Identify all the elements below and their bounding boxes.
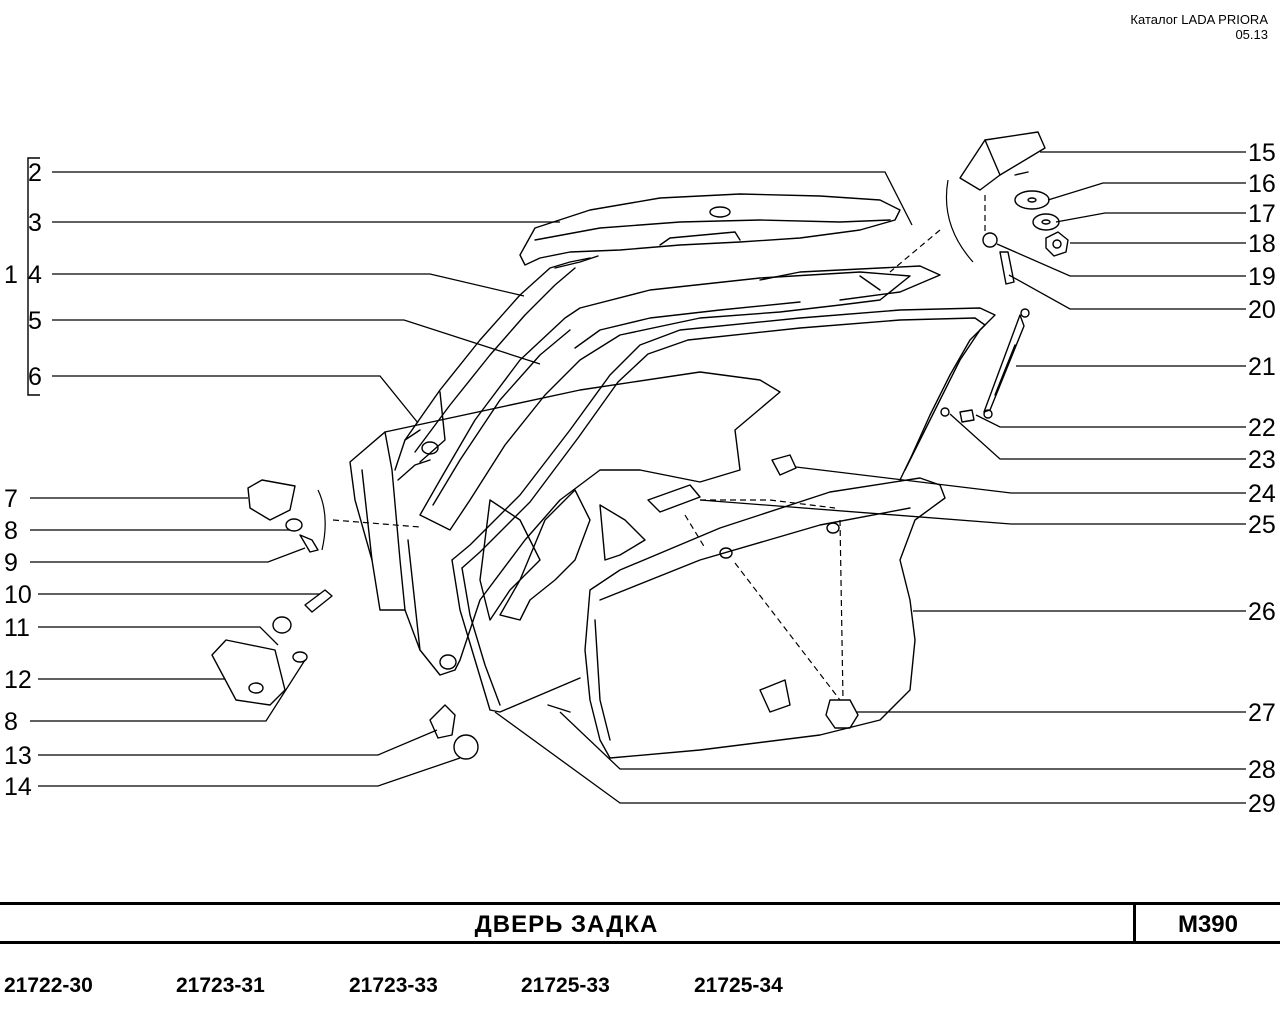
callout-12: 12 xyxy=(4,666,32,694)
callout-28: 28 xyxy=(1248,756,1276,784)
model-list: 21722-30 21723-31 21723-33 21725-33 2172… xyxy=(0,974,1280,1004)
callout-4: 4 xyxy=(28,261,42,289)
inner-frame xyxy=(419,271,911,531)
title-separator xyxy=(1133,905,1136,941)
callout-22: 22 xyxy=(1248,414,1276,442)
model-code: 21722-30 xyxy=(4,974,93,997)
callout-21: 21 xyxy=(1248,353,1276,381)
callout-14: 14 xyxy=(4,773,32,801)
spoiler xyxy=(519,193,901,266)
callout-27: 27 xyxy=(1248,699,1276,727)
trim-panel xyxy=(584,477,946,759)
callout-10: 10 xyxy=(4,581,32,609)
catalog-name: Каталог LADA PRIORA xyxy=(1130,12,1268,27)
callout-13: 13 xyxy=(4,742,32,770)
page-title: ДВЕРЬ ЗАДКА xyxy=(474,911,659,938)
callout-5: 5 xyxy=(28,307,42,335)
hinge xyxy=(959,131,1046,191)
callout-24: 24 xyxy=(1248,480,1276,508)
callout-8b: 8 xyxy=(4,708,18,736)
callout-23: 23 xyxy=(1248,446,1276,474)
callout-3: 3 xyxy=(28,209,42,237)
buffer xyxy=(247,479,296,521)
glass-seal xyxy=(451,307,996,561)
callout-18: 18 xyxy=(1248,230,1276,258)
callout-26: 26 xyxy=(1248,598,1276,626)
callout-15: 15 xyxy=(1248,139,1276,167)
model-code: 21723-33 xyxy=(349,974,438,997)
callout-2: 2 xyxy=(28,159,42,187)
callout-8a: 8 xyxy=(4,517,18,545)
callout-20: 20 xyxy=(1248,296,1276,324)
callout-19: 19 xyxy=(1248,263,1276,291)
callout-7: 7 xyxy=(4,485,18,513)
callout-9: 9 xyxy=(4,549,18,577)
callout-16: 16 xyxy=(1248,170,1276,198)
callout-1: 1 xyxy=(4,261,18,289)
page-code: М390 xyxy=(1177,911,1239,938)
title-bar: ДВЕРЬ ЗАДКА М390 xyxy=(0,902,1280,944)
callout-29: 29 xyxy=(1248,790,1276,818)
parts-diagram: 1 2 3 4 5 6 7 8 9 10 11 12 8 13 14 15 16… xyxy=(4,131,1276,818)
model-code: 21723-31 xyxy=(176,974,265,997)
model-code: 21725-34 xyxy=(694,974,783,997)
model-code: 21725-33 xyxy=(521,974,610,997)
callout-11: 11 xyxy=(4,614,30,642)
striker xyxy=(211,639,286,706)
door-outer-panel xyxy=(349,371,781,676)
callout-6: 6 xyxy=(28,363,42,391)
callout-17: 17 xyxy=(1248,200,1276,228)
catalog-header: Каталог LADA PRIORA 05.13 xyxy=(1130,12,1268,42)
catalog-date: 05.13 xyxy=(1235,27,1268,42)
callout-25: 25 xyxy=(1248,511,1276,539)
